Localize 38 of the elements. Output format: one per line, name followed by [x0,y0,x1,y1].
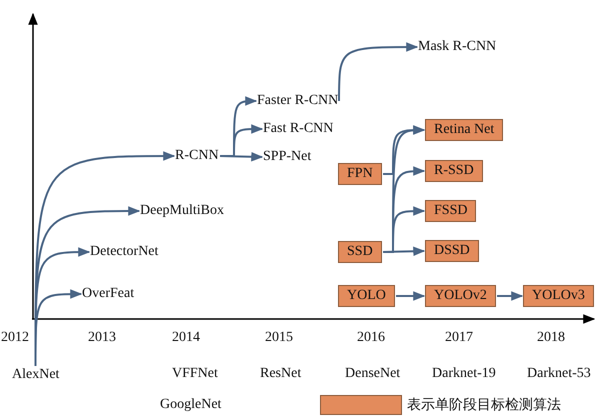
algorithm-label: AlexNet [12,366,60,384]
network-label: ResNet [260,366,302,382]
arrow [497,291,524,301]
algorithm-label: Faster R-CNN [257,92,338,110]
algorithm-label: Fast R-CNN [263,120,334,138]
algorithm-label: R-CNN [175,147,219,165]
algorithm-label: Mask R-CNN [418,38,496,56]
algorithm-box: YOLOv3 [523,285,594,307]
network-label: DenseNet [345,366,400,382]
year-label: 2013 [88,330,116,346]
legend-text: 表示单阶段目标检测算法 [407,396,561,414]
network-label: Darknet-53 [527,366,591,382]
algorithm-box: YOLOv2 [425,285,496,307]
algorithm-box: FPN [338,163,382,185]
algorithm-label: OverFeat [82,285,134,303]
algorithm-box: FSSD [425,200,476,222]
network-label: VFFNet [172,366,218,382]
year-label: 2017 [445,330,473,346]
year-label: 2015 [265,330,293,346]
year-label: 2016 [357,330,385,346]
year-label: 2018 [537,330,565,346]
algorithm-box: YOLO [338,285,395,307]
network-label: GoogleNet [160,397,222,413]
algorithm-label: DeepMultiBox [140,202,224,220]
algorithm-box: Retina Net [425,119,504,141]
algorithm-label: SPP-Net [263,148,312,166]
algorithm-box: SSD [338,241,382,263]
year-label: 2012 [1,330,29,346]
algorithm-box: DSSD [425,240,479,262]
algorithm-box: R-SSD [425,160,483,182]
arrow [220,152,264,162]
arrow [382,246,426,256]
arrow [396,291,426,301]
arrow [338,42,418,102]
year-label: 2014 [172,330,200,346]
network-label: Darknet-19 [432,366,496,382]
arrow [34,151,176,366]
algorithm-label: DetectorNet [90,243,158,261]
